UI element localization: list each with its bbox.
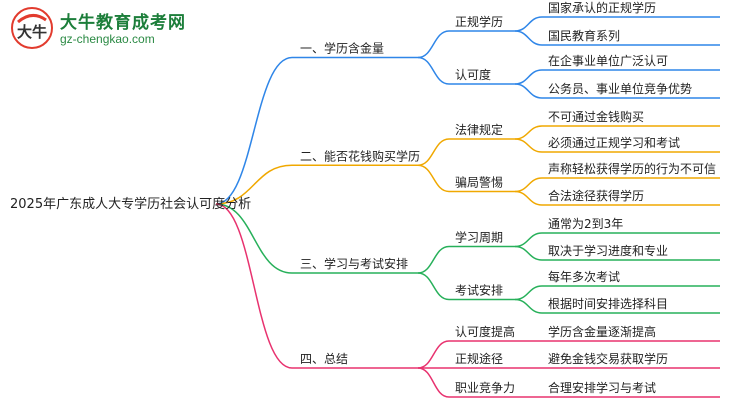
- leaf-node-0-1-0[interactable]: 在企事业单位广泛认可: [548, 53, 668, 68]
- group-link-1-0: [417, 138, 450, 166]
- leaf-node-2-0-0[interactable]: 通常为2到3年: [548, 217, 623, 231]
- logo-title: 大牛教育成考网: [60, 13, 186, 33]
- branch-link-2: [215, 203, 293, 274]
- group-node-2-0[interactable]: 学习周期: [455, 230, 503, 245]
- branch-node-2[interactable]: 三、学习与考试安排: [300, 256, 408, 271]
- group-node-1-1[interactable]: 骗局警惕: [455, 175, 503, 190]
- group-node-1-0[interactable]: 法律规定: [455, 122, 503, 137]
- leaf-node-2-0-1[interactable]: 取决于学习进度和专业: [548, 243, 668, 258]
- group-link-2-1: [417, 272, 450, 301]
- group-link-0-1: [417, 56, 450, 85]
- mindmap-nodes: 2025年广东成人大专学历社会认可度分析 国家承认的正规学历国民教育系列在企事业单…: [10, 0, 716, 395]
- group-link-2-0: [417, 245, 450, 274]
- group-node-2-1[interactable]: 考试安排: [455, 283, 503, 298]
- leaf-node-3-2-0[interactable]: 合理安排学习与考试: [548, 380, 656, 395]
- link-2-1-1: [514, 298, 543, 314]
- site-logo[interactable]: 大牛 大牛教育成考网 gz-chengkao.com: [8, 4, 198, 52]
- link-2-0-0: [514, 232, 543, 248]
- branch-node-0[interactable]: 一、学历含金量: [300, 41, 384, 56]
- branch-link-3: [215, 203, 293, 369]
- group-link-1-1: [417, 164, 450, 193]
- logo-mark-icon: 大牛: [11, 7, 53, 49]
- link-1-1-1: [514, 190, 543, 206]
- root-node[interactable]: 2025年广东成人大专学历社会认可度分析: [10, 196, 251, 212]
- leaf-node-3-1-0[interactable]: 避免金钱交易获取学历: [548, 351, 668, 366]
- group-node-0-1[interactable]: 认可度: [455, 67, 491, 82]
- group-node-3-1[interactable]: 正规途径: [455, 351, 503, 366]
- link-0-1-1: [514, 83, 543, 99]
- link-1-0-1: [514, 138, 543, 153]
- link-2-0-1: [514, 245, 543, 261]
- branch-link-1: [215, 164, 293, 205]
- link-1-1-0: [514, 177, 543, 193]
- mindmap-links: [215, 16, 720, 398]
- leaf-node-0-1-1[interactable]: 公务员、事业单位竞争优势: [548, 81, 692, 96]
- branch-node-3[interactable]: 四、总结: [300, 352, 348, 366]
- group-link-3-0: [417, 340, 450, 369]
- group-link-3-2: [417, 367, 450, 398]
- link-0-0-1: [514, 30, 543, 46]
- branch-link-0: [215, 56, 293, 205]
- group-node-0-0[interactable]: 正规学历: [455, 14, 503, 29]
- leaf-node-1-1-0[interactable]: 声称轻松获得学历的行为不可信: [548, 161, 716, 176]
- leaf-node-1-1-1[interactable]: 合法途径获得学历: [548, 188, 644, 203]
- group-node-3-2[interactable]: 职业竞争力: [455, 381, 515, 395]
- link-0-1-0: [514, 69, 543, 85]
- leaf-node-2-1-0[interactable]: 每年多次考试: [548, 269, 620, 284]
- link-2-1-0: [514, 285, 543, 301]
- leaf-node-3-0-0[interactable]: 学历含金量逐渐提高: [548, 324, 656, 339]
- branch-node-1[interactable]: 二、能否花钱购买学历: [300, 148, 420, 163]
- leaf-node-0-0-0[interactable]: 国家承认的正规学历: [548, 0, 656, 15]
- group-link-0-0: [417, 30, 450, 59]
- group-node-3-0[interactable]: 认可度提高: [455, 324, 515, 339]
- leaf-node-1-0-0[interactable]: 不可通过金钱购买: [548, 109, 644, 124]
- leaf-node-0-0-1[interactable]: 国民教育系列: [548, 28, 620, 43]
- leaf-node-2-1-1[interactable]: 根据时间安排选择科目: [548, 296, 668, 311]
- link-1-0-0: [514, 125, 543, 140]
- link-0-0-0: [514, 16, 543, 32]
- logo-mark-text: 大牛: [17, 23, 47, 41]
- logo-url: gz-chengkao.com: [60, 32, 155, 46]
- leaf-node-1-0-1[interactable]: 必须通过正规学习和考试: [548, 135, 680, 150]
